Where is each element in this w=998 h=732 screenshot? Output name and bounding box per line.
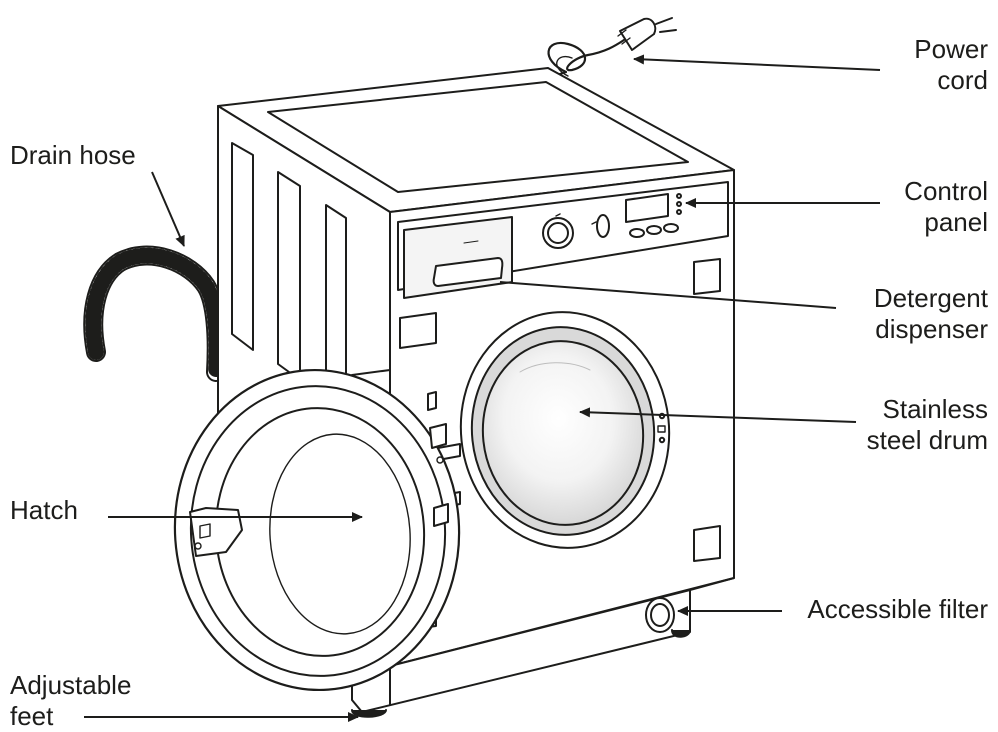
label-control-panel-line-1: Control [904, 176, 988, 206]
label-accessible-filter: Accessible filter [807, 594, 988, 625]
drain-hose [83, 245, 227, 382]
hatch [173, 368, 461, 692]
leader-detergent-dispenser [499, 281, 837, 309]
power-cord [547, 17, 677, 79]
label-hatch-line-1: Hatch [10, 495, 78, 525]
label-control-panel-line-2: panel [924, 207, 988, 237]
stainless-steel-drum [459, 311, 671, 549]
label-drain-hose-line-1: Drain hose [10, 140, 136, 170]
label-detergent-dispenser-line-1: Detergent [873, 283, 988, 313]
detergent-dispenser [403, 216, 513, 299]
label-stainless-steel-drum: Stainless steel drum [867, 394, 988, 456]
accessible-filter [645, 597, 675, 633]
label-power-cord-line-1: Power [914, 34, 988, 64]
control-panel [542, 193, 682, 249]
label-power-cord: Power cord [914, 34, 988, 96]
label-control-panel: Control panel [904, 176, 988, 238]
label-power-cord-line-2: cord [937, 65, 988, 95]
label-hatch: Hatch [10, 495, 78, 526]
label-adjustable-feet-line-2: feet [10, 701, 54, 731]
label-accessible-filter-line-1: Accessible filter [807, 594, 988, 624]
label-drain-hose: Drain hose [10, 140, 136, 171]
leader-drain-hose [151, 171, 185, 247]
label-detergent-dispenser: Detergent dispenser [874, 283, 988, 345]
label-adjustable-feet: Adjustable feet [10, 670, 131, 732]
leader-stainless-steel-drum [579, 407, 857, 423]
leader-lines [84, 54, 881, 722]
label-stainless-steel-drum-line-2: steel drum [866, 425, 988, 455]
leader-power-cord [633, 54, 881, 71]
label-adjustable-feet-line-1: Adjustable [10, 670, 132, 700]
label-stainless-steel-drum-line-1: Stainless [882, 394, 989, 424]
label-detergent-dispenser-line-2: dispenser [875, 314, 988, 344]
